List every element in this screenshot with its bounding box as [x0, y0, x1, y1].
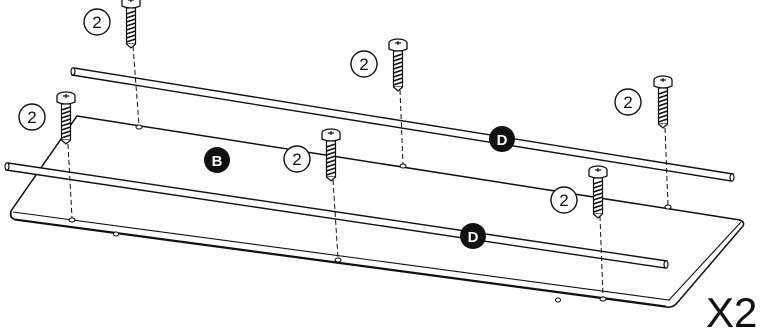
callout-circle: 2: [550, 186, 578, 214]
callout-circle: 2: [350, 50, 378, 78]
svg-text:D: D: [468, 229, 479, 246]
callout-qty: 2: [27, 108, 36, 127]
quantity-label: X2: [706, 289, 757, 330]
screw-icon: [653, 75, 673, 129]
callout-qty: 2: [623, 93, 632, 112]
panel-b: [9, 115, 745, 308]
callout-qty: 2: [292, 150, 301, 169]
screw-icon: [388, 38, 408, 92]
guide-lines: [67, 45, 669, 298]
svg-text:D: D: [497, 132, 508, 149]
badge-panel-b: B: [204, 147, 230, 173]
callout-qty: 2: [559, 191, 568, 210]
callout-circle: 2: [18, 103, 46, 131]
callout-qty: 2: [359, 55, 368, 74]
badge-rod-d-bottom: D: [460, 223, 486, 249]
callout-circle: 2: [83, 8, 111, 36]
callout-circle: 2: [614, 88, 642, 116]
badge-rod-d-top: D: [489, 126, 515, 152]
svg-text:B: B: [212, 153, 223, 170]
screw-icon: [121, 0, 141, 49]
callout-qty: 2: [92, 13, 101, 32]
rod-d-bottom: [4, 162, 669, 269]
callout-circle: 2: [283, 145, 311, 173]
